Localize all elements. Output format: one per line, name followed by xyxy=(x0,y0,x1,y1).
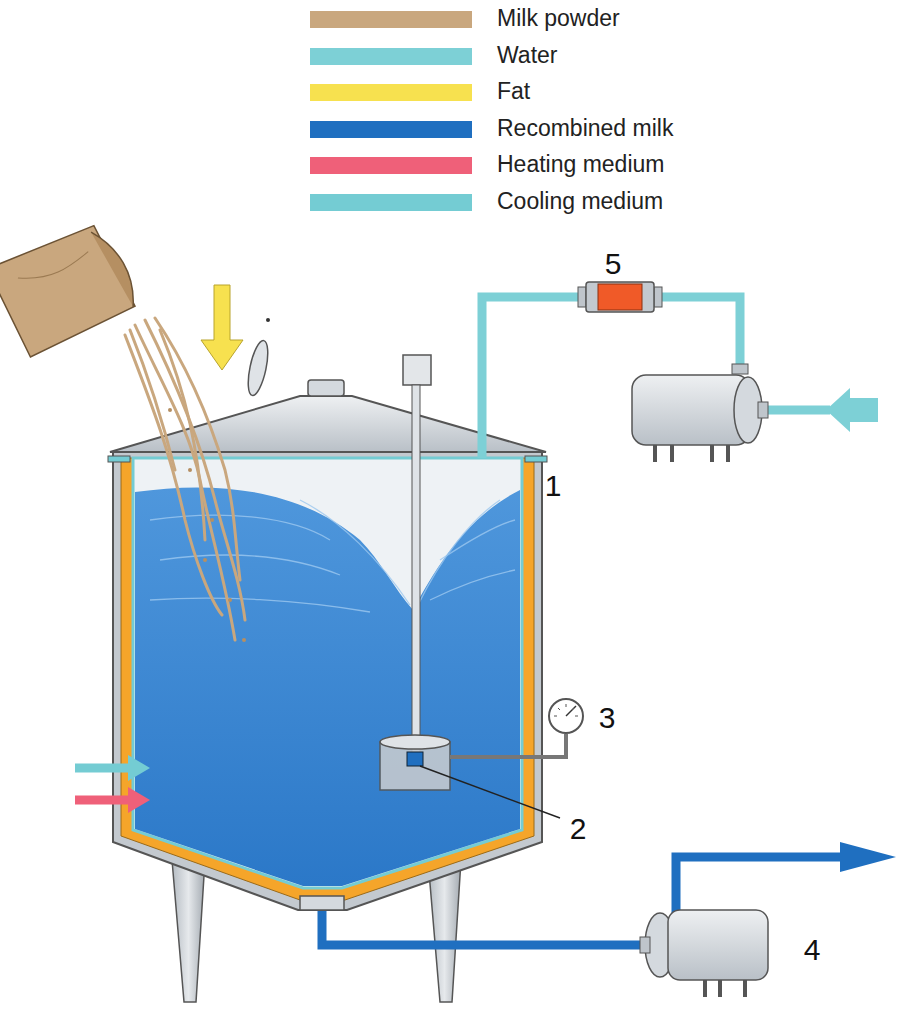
legend-swatch xyxy=(310,121,472,138)
legend-swatch xyxy=(310,157,472,174)
legend-swatch xyxy=(310,11,472,28)
callout-number: 1 xyxy=(545,469,562,503)
legend-text: Milk powder xyxy=(497,5,620,32)
callout-number: 4 xyxy=(804,933,821,967)
legend-text: Recombined milk xyxy=(497,115,673,142)
legend-text: Fat xyxy=(497,78,530,105)
callout-number: 2 xyxy=(570,812,587,846)
legend-swatch xyxy=(310,84,472,101)
legend-text: Water xyxy=(497,42,558,69)
legend-swatch xyxy=(310,48,472,65)
callout-number: 5 xyxy=(605,247,622,281)
legend-text: Cooling medium xyxy=(497,188,663,215)
legend-text: Heating medium xyxy=(497,151,664,178)
legend-swatch xyxy=(310,194,472,211)
callout-number: 3 xyxy=(599,701,616,735)
